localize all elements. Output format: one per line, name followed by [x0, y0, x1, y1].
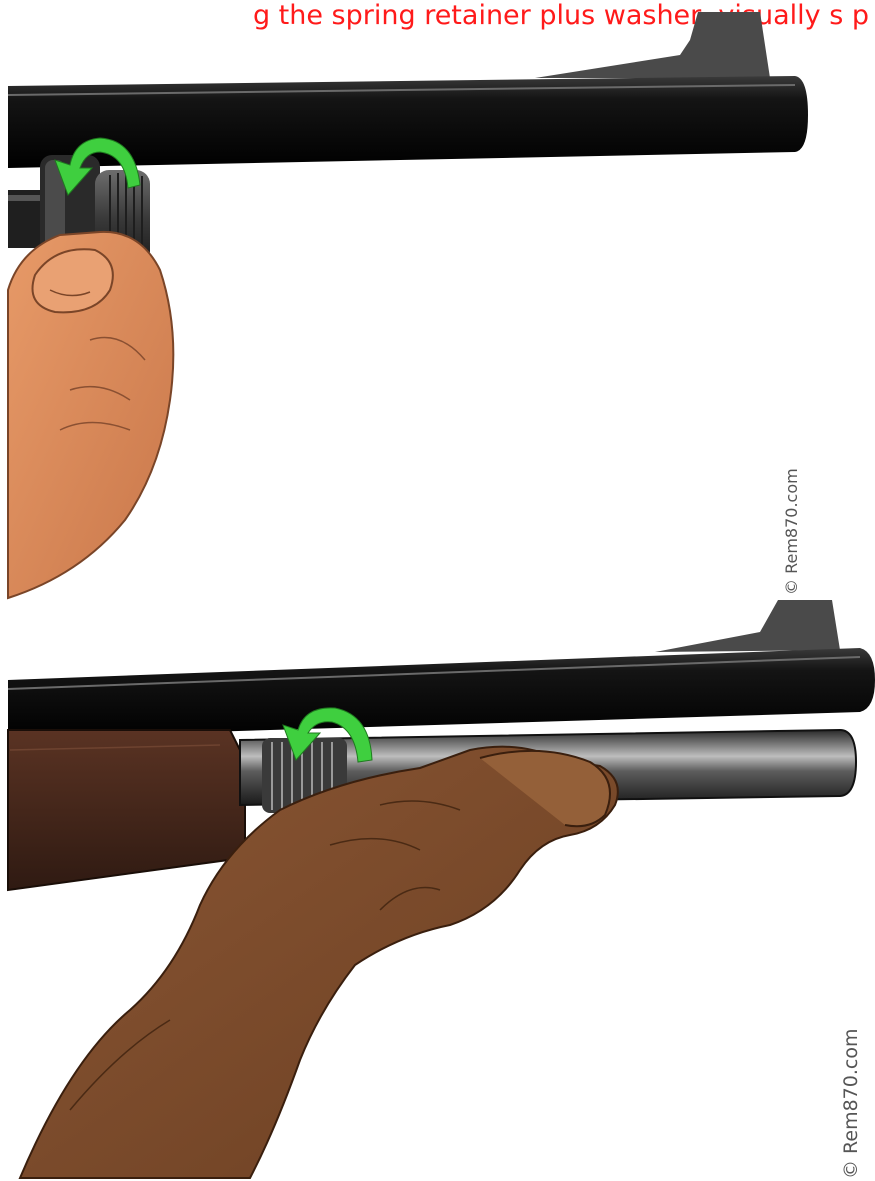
watermark-top: © Rem870.com — [782, 468, 801, 595]
illustration-top — [0, 0, 875, 600]
watermark-bottom: © Rem870.com — [840, 1029, 862, 1179]
illustration-bottom — [0, 590, 875, 1181]
hand-top — [8, 232, 173, 598]
forend — [8, 730, 245, 890]
barrel-bottom — [8, 648, 875, 738]
front-sight — [655, 600, 840, 652]
front-sight — [535, 12, 770, 78]
